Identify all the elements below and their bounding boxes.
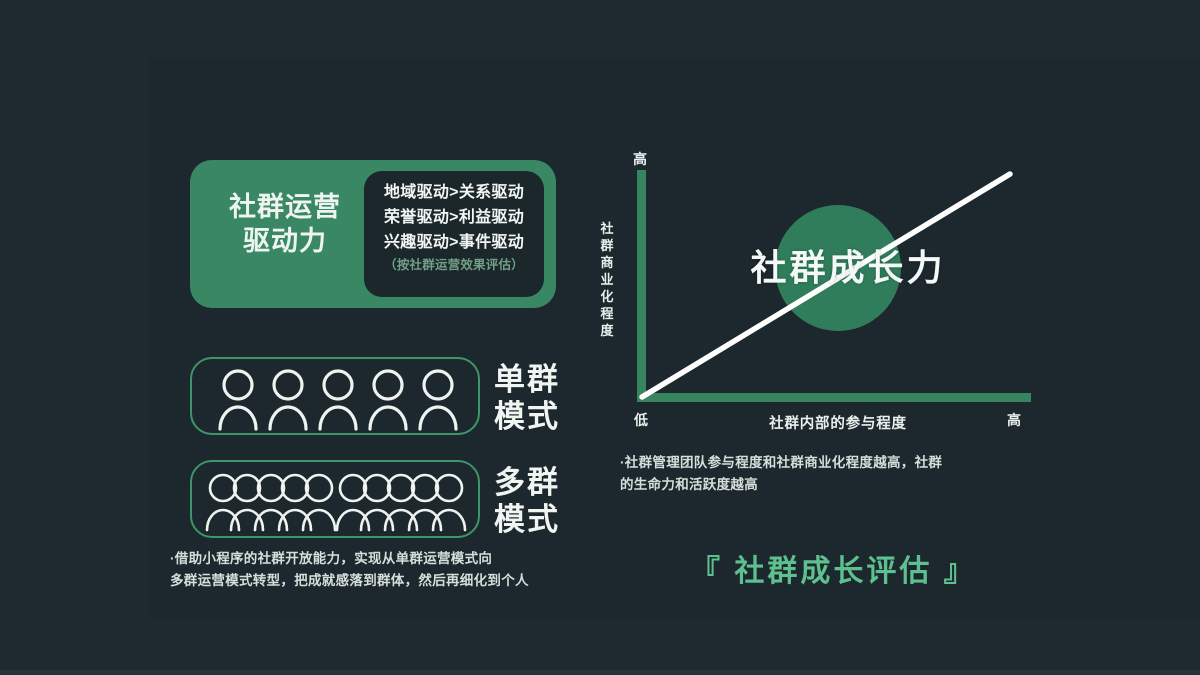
person-group-icon — [205, 473, 467, 532]
right-note-text: ·社群管理团队参与程度和社群商业化程度越高，社群 的生命力和活跃度越高 — [620, 455, 943, 492]
x-axis-tick-low: 低 — [634, 412, 649, 428]
community-growth-chart: 高 社群商业化程度 社群成长力 低 高 社群内部的参与程度 — [598, 148, 1048, 440]
x-axis-tick-high: 高 — [1007, 412, 1022, 428]
single-group-box — [190, 357, 480, 435]
community-driver-panel: 社群运营 驱动力 地域驱动>关系驱动 荣誉驱动>利益驱动 兴趣驱动>事件驱动 （… — [190, 160, 556, 308]
x-axis-line — [637, 393, 1031, 402]
multi-group-box — [190, 460, 480, 538]
driver-rule-item: 兴趣驱动>事件驱动 — [383, 234, 525, 251]
x-axis-label: 社群内部的参与程度 — [769, 416, 907, 432]
driver-rules-note: （按社群运营效果评估） — [384, 258, 524, 272]
driver-rule-item: 荣誉驱动>利益驱动 — [383, 209, 525, 226]
driver-panel-title: 社群运营 驱动力 — [229, 192, 341, 256]
driver-rule-item: 地域驱动>关系驱动 — [383, 184, 525, 201]
person-icon-group — [218, 369, 458, 431]
chart-center-title: 社群成长力 — [750, 247, 946, 288]
y-axis-label: 社群商业化程度 — [600, 221, 614, 338]
bottom-strip — [0, 670, 1200, 675]
y-axis-line — [637, 170, 646, 402]
left-note-text: ·借助小程序的社群开放能力，实现从单群运营模式向 多群运营模式转型，把成就感落到… — [170, 551, 529, 588]
driver-rules-box: 地域驱动>关系驱动 荣誉驱动>利益驱动 兴趣驱动>事件驱动 （按社群运营效果评估… — [364, 171, 544, 297]
multi-group-label: 多群 模式 — [494, 465, 560, 537]
footer-title: 『 社群成长评估 』 — [690, 555, 977, 588]
single-group-label: 单群 模式 — [494, 362, 560, 434]
y-axis-tick-high: 高 — [633, 151, 648, 167]
group-mode-row-single: 单群 模式 — [190, 357, 580, 439]
group-mode-row-multi: 多群 模式 — [190, 460, 580, 542]
